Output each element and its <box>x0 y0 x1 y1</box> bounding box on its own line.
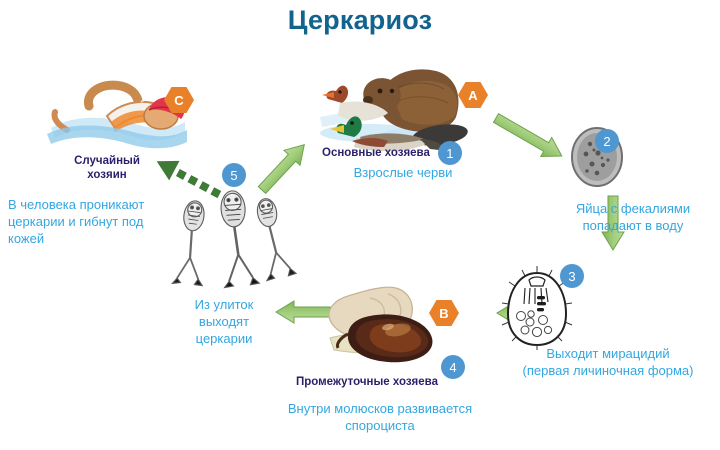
miracidium-caption-line1: Выходит мирацидий <box>546 346 670 361</box>
cercariae-icon <box>170 190 298 289</box>
page-title: Церкариоз <box>287 5 433 35</box>
accidental-host-label-line2: хозяин <box>87 169 127 181</box>
adult-worms-caption: Взрослые черви <box>318 164 488 181</box>
badge-a-label: A <box>458 82 488 108</box>
definitive-host-label-row: Основные хозяева 1 <box>322 141 462 165</box>
sporocyst-caption: Внутри молюсков развивается спороциста <box>240 400 520 434</box>
sporocyst-caption-line1: Внутри молюсков развивается <box>287 401 473 416</box>
badge-3: 3 <box>560 264 584 288</box>
cercariae-caption-line1: Из улиток <box>194 297 254 312</box>
badge-a: A <box>458 82 488 108</box>
cercariae-caption: Из улиток выходят церкарии <box>163 296 285 347</box>
cercariae-caption-line3: церкарии <box>195 331 253 346</box>
accidental-host-caption-line3: кожей <box>8 231 45 246</box>
badge-4: 4 <box>441 355 465 379</box>
badge-c: C <box>164 87 194 113</box>
arrow-to-eggs <box>492 112 563 158</box>
arrow-to-adult-worms <box>257 143 305 195</box>
ducks-and-beaver-icon <box>320 69 468 152</box>
adult-worms-caption-text: Взрослые черви <box>353 165 453 180</box>
eggs-caption-line1: Яйца с фекалиями <box>575 201 691 216</box>
definitive-host-label: Основные хозяева <box>322 147 430 159</box>
accidental-host-caption-line2: церкарии и гибнут под <box>8 214 144 229</box>
arrow-to-miracidium <box>601 195 625 251</box>
snails-icon <box>328 286 433 363</box>
arrow-to-cercariae <box>275 300 331 324</box>
badge-b-label: B <box>429 300 459 326</box>
accidental-host-caption-line1: В человека проникают <box>8 197 145 212</box>
sporocyst-caption-line2: спороциста <box>345 418 415 433</box>
arrow-cercariae-to-human-dotted <box>156 160 222 199</box>
badge-c-label: C <box>164 87 194 113</box>
eggs-caption: Яйца с фекалиями попадают в воду <box>550 200 716 234</box>
miracidium-icon <box>501 266 573 350</box>
miracidium-caption: Выходит мирацидий (первая личиночная фор… <box>496 345 720 379</box>
accidental-host-caption: В человека проникают церкарии и гибнут п… <box>8 196 178 247</box>
intermediate-host-label-text: Промежуточные хозяева <box>296 376 438 388</box>
badge-5: 5 <box>222 163 246 187</box>
cercariae-caption-line2: выходят <box>198 314 250 329</box>
intermediate-host-label: Промежуточные хозяева <box>272 375 462 389</box>
badge-2: 2 <box>595 129 619 153</box>
accidental-host-label: Случайный хозяин <box>42 154 172 182</box>
badge-1: 1 <box>437 141 462 165</box>
eggs-caption-line2: попадают в воду <box>582 218 684 233</box>
accidental-host-label-line1: Случайный <box>74 155 140 167</box>
miracidium-caption-line2: (первая личиночная форма) <box>522 363 694 378</box>
badge-b: B <box>429 300 459 326</box>
